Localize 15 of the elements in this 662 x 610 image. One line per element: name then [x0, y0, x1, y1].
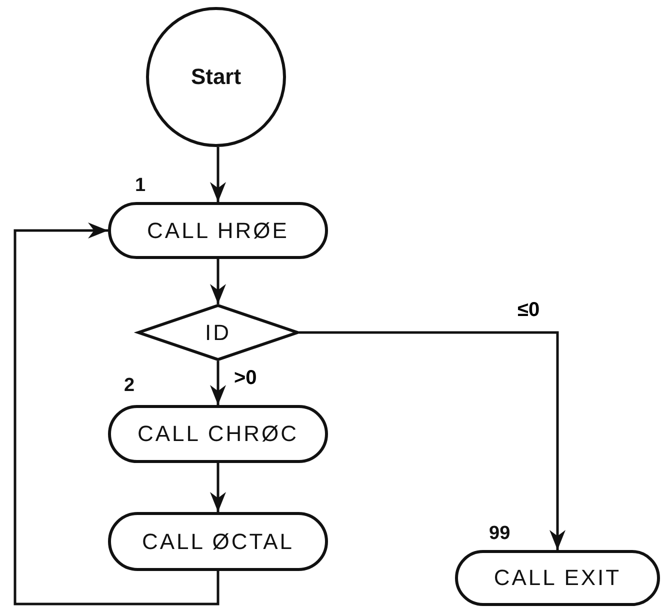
arrow	[210, 361, 226, 405]
arrow	[210, 147, 226, 202]
arrow	[299, 331, 566, 550]
arrow	[210, 259, 226, 304]
node-label: ID	[205, 320, 231, 346]
node-label: Start	[190, 64, 242, 90]
node-label: CALL CHRØC	[138, 421, 298, 447]
step-number: 1	[135, 175, 146, 197]
node-label: CALL EXIT	[494, 565, 622, 591]
step-number: 2	[124, 375, 135, 397]
arrow	[14, 222, 220, 606]
node-label: CALL HRØE	[147, 218, 289, 244]
step-number: 99	[489, 523, 510, 545]
node-label: CALL ØCTAL	[142, 528, 294, 554]
arrow	[210, 463, 226, 512]
